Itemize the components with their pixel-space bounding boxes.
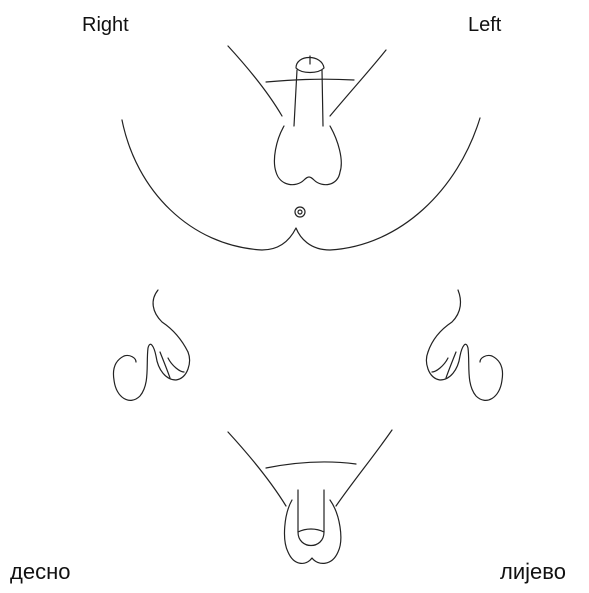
side-view-left-back-line (428, 290, 460, 352)
top-view-figure (122, 46, 480, 250)
side-view-right-back-line (153, 290, 188, 352)
top-view-shaft-left (294, 70, 297, 126)
bottom-view-left-thigh-line (228, 432, 286, 506)
side-view-right-genital (113, 344, 189, 400)
side-view-left-inner (446, 352, 456, 378)
top-view-right-thigh-line (330, 50, 386, 116)
top-view-anus-outer (295, 207, 305, 217)
top-view-shaft-right (322, 70, 323, 126)
side-view-left-glans (432, 358, 448, 372)
side-view-right (113, 290, 189, 400)
top-view-buttocks-outline (122, 118, 480, 250)
top-view-anus-inner (298, 210, 302, 214)
side-view-right-glans (168, 358, 184, 372)
bottom-view-waist-line (266, 462, 356, 468)
top-view-scrotum (274, 126, 341, 185)
bottom-view-glans (298, 529, 324, 546)
bottom-view-scrotum (285, 500, 341, 563)
bottom-view-figure (228, 430, 392, 563)
side-view-left-genital (427, 344, 503, 400)
top-view-fold-line (266, 79, 354, 82)
side-view-right-inner (160, 352, 170, 378)
side-view-left (427, 290, 503, 400)
bottom-view-right-thigh-line (336, 430, 392, 506)
